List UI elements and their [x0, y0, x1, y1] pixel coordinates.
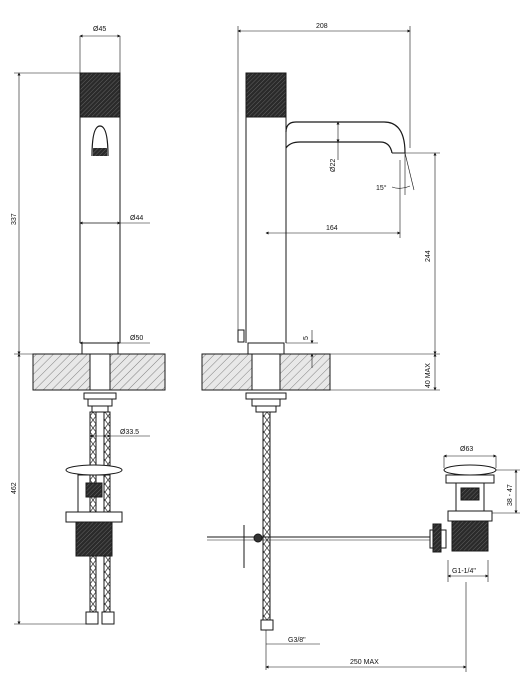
side-knurled-handle — [245, 72, 287, 118]
front-knurled-handle — [79, 72, 121, 118]
side-spout — [285, 121, 406, 154]
waste-detail — [429, 464, 497, 553]
dim-250-max: 250 MAX — [350, 659, 379, 666]
dim-40-max: 40 MAX — [425, 363, 432, 388]
dim-d50: Ø50 — [130, 335, 143, 342]
side-view — [201, 72, 430, 631]
dim-g1-1-4: G1-1/4" — [452, 568, 476, 575]
dim-d33-5: Ø33.5 — [120, 429, 139, 436]
dim-38-47: 38 - 47 — [507, 484, 514, 506]
front-base-collar — [81, 342, 119, 355]
front-dimensions — [14, 34, 150, 625]
dim-462: 462 — [11, 482, 18, 494]
dim-d22: Ø22 — [330, 159, 337, 172]
dim-244: 244 — [425, 250, 432, 262]
dim-g3-8: G3/8" — [288, 637, 306, 644]
front-spout — [91, 125, 109, 157]
side-hose — [262, 411, 271, 621]
dim-d45: Ø45 — [93, 26, 106, 33]
side-dimensions — [237, 26, 467, 672]
dim-15-deg: 15° — [376, 184, 387, 192]
front-waste-cap — [65, 464, 123, 476]
dim-337: 337 — [11, 213, 18, 225]
side-base-collar — [247, 342, 285, 355]
dim-5: 5 — [303, 336, 310, 340]
dim-164: 164 — [326, 225, 338, 232]
dim-d44: Ø44 — [130, 215, 143, 222]
waste-dimensions — [443, 454, 520, 582]
waste-cap — [443, 464, 497, 476]
dim-208: 208 — [316, 23, 328, 30]
front-view — [32, 72, 166, 625]
dim-d63: Ø63 — [460, 446, 473, 453]
